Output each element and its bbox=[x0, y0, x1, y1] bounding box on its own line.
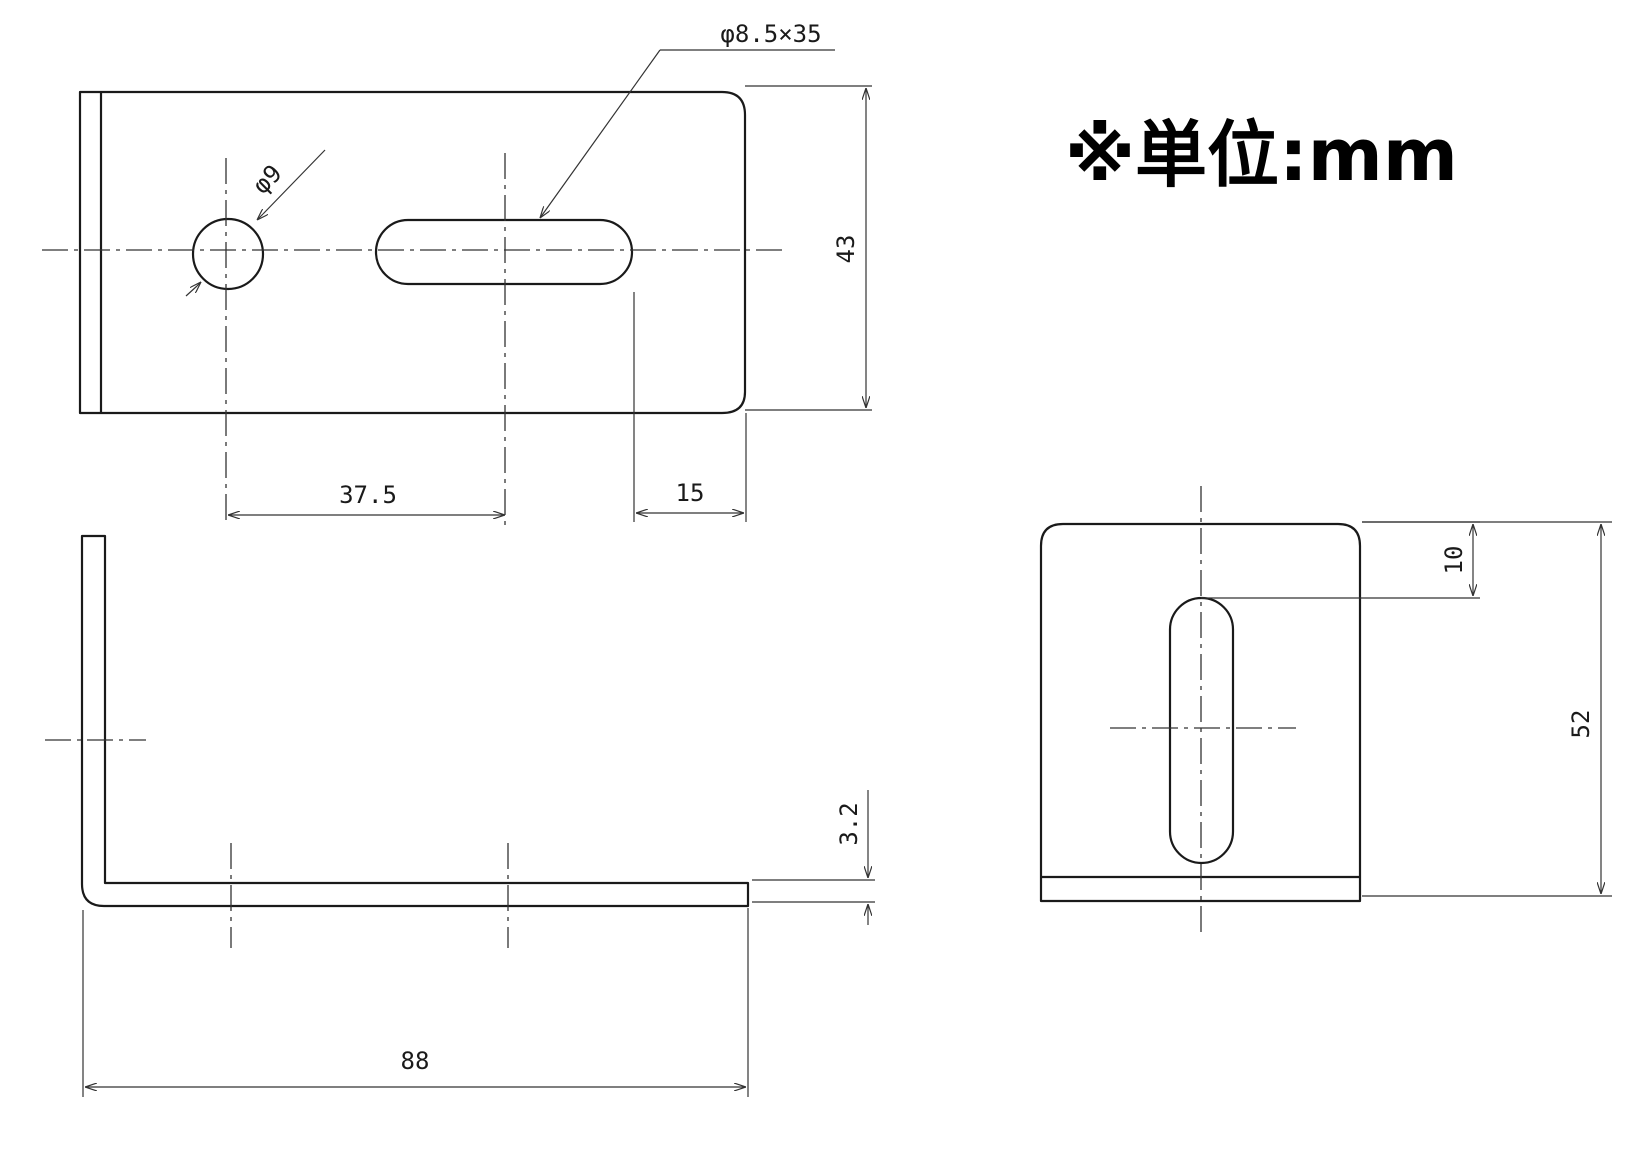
side-view-profile bbox=[80, 534, 750, 908]
hole-callout-label: φ9 bbox=[247, 159, 287, 199]
end-view-outline bbox=[1039, 522, 1362, 903]
slot-hole bbox=[374, 218, 634, 286]
dim-label-52: 52 bbox=[1567, 710, 1595, 739]
side-view: 3.2 88 bbox=[45, 534, 875, 1097]
slot-callout-leader bbox=[540, 49, 661, 218]
dim-label-15: 15 bbox=[676, 479, 705, 507]
dim-label-10: 10 bbox=[1440, 546, 1468, 575]
slot-callout-label: φ8.5×35 bbox=[720, 20, 821, 48]
units-note: ※単位:mm bbox=[1065, 113, 1458, 197]
round-hole bbox=[191, 217, 265, 291]
end-view: 10 52 bbox=[1039, 486, 1612, 938]
dim-label-37-5: 37.5 bbox=[339, 481, 397, 509]
top-view: φ9 φ8.5×35 43 37.5 15 bbox=[42, 20, 872, 525]
top-view-outline bbox=[78, 90, 747, 415]
dim-label-88: 88 bbox=[401, 1047, 430, 1075]
dim-label-43: 43 bbox=[832, 235, 860, 264]
dim-label-3-2: 3.2 bbox=[835, 802, 863, 845]
hole-callout-leader bbox=[262, 149, 326, 215]
